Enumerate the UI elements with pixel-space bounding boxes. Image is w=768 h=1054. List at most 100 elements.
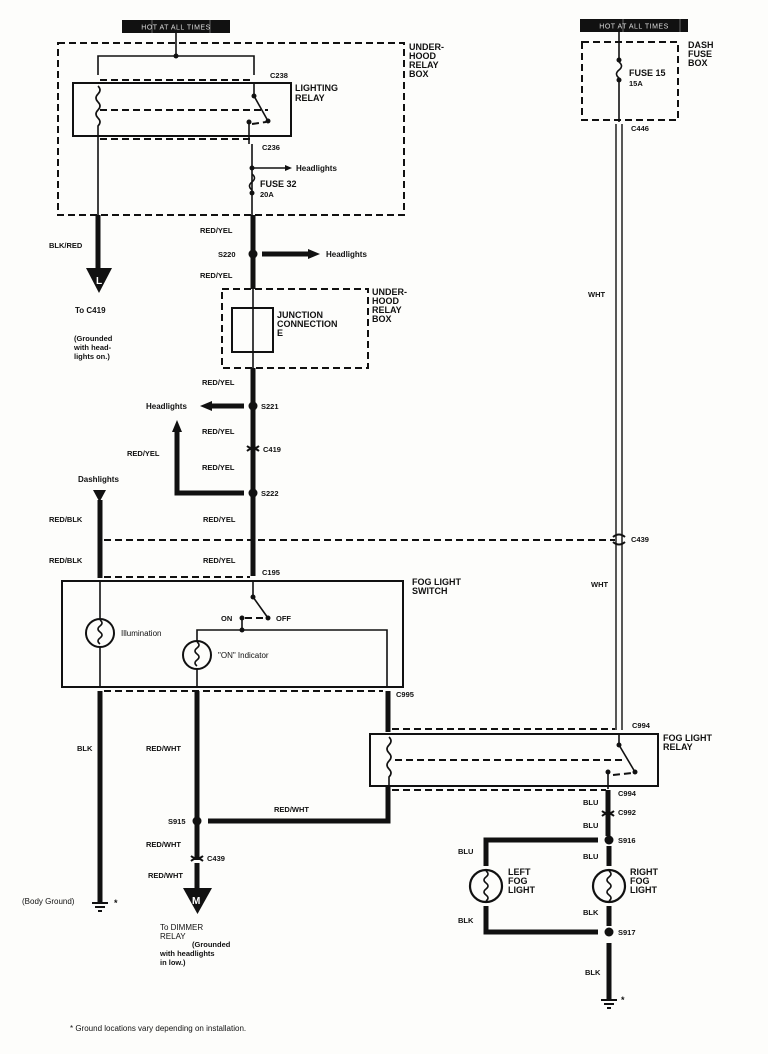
on-indicator-label: "ON" Indicator xyxy=(218,651,269,660)
lighting-relay xyxy=(72,82,292,137)
body-ground-icon xyxy=(92,902,108,912)
terminal-l-icon xyxy=(86,268,112,293)
wht-wire xyxy=(615,124,623,730)
wire-label-red-yel-6: RED/YEL xyxy=(203,515,236,524)
wire-label-blk-red: BLK/RED xyxy=(49,241,83,250)
connector-c994-top: C994 xyxy=(632,721,651,730)
dashlights-label: Dashlights xyxy=(78,475,119,484)
illumination-label: Illumination xyxy=(121,629,161,638)
wire-label-red-wht-1: RED/WHT xyxy=(146,744,181,753)
wire-label-red-blk-1: RED/BLK xyxy=(49,515,83,524)
splice-s916-label: S916 xyxy=(618,836,636,845)
fog-light-switch xyxy=(61,580,404,688)
splice-s916 xyxy=(604,835,614,845)
footnote: * Ground locations vary depending on ins… xyxy=(70,1024,246,1033)
wire-label-blk-2: BLK xyxy=(458,916,474,925)
connector-c419: C419 xyxy=(263,445,281,454)
splice-s220 xyxy=(248,249,258,259)
connector-c992: C992 xyxy=(618,808,636,817)
to-c419-label: To C419 xyxy=(75,306,106,315)
wire-label-blu-4: BLU xyxy=(583,852,598,861)
underhood-relay-box-top xyxy=(57,42,405,216)
wire-label-red-wht-4: RED/WHT xyxy=(148,871,183,880)
wire-label-wht-2: WHT xyxy=(591,580,608,589)
connector-c994-bottom: C994 xyxy=(618,789,637,798)
splice-s917-label: S917 xyxy=(618,928,636,937)
headlights-label-3: Headlights xyxy=(146,402,187,411)
wire-label-wht-1: WHT xyxy=(588,290,605,299)
switch-on-label: ON xyxy=(221,614,232,623)
connector-c419-icon xyxy=(246,445,260,452)
body-ground-label: (Body Ground) xyxy=(22,897,75,906)
underhood-relay-box-junction xyxy=(221,288,369,369)
splice-s915-label: S915 xyxy=(168,817,186,826)
headlights-label-2: Headlights xyxy=(326,250,367,259)
splice-s222-label: S222 xyxy=(261,489,279,498)
connector-c439-right-icon xyxy=(612,533,626,546)
ground-asterisk-1: * xyxy=(114,898,118,908)
wire-label-red-wht-3: RED/WHT xyxy=(146,840,181,849)
fuse-15-icon xyxy=(615,61,623,79)
connector-c439-bottom-icon xyxy=(190,855,204,862)
power-header-main: HOT AT ALL TIMES xyxy=(122,20,230,33)
splice-s915 xyxy=(192,816,202,826)
wire-label-blk-1: BLK xyxy=(77,744,93,753)
fuse-15-name: FUSE 15 xyxy=(629,68,666,78)
splice-s222 xyxy=(248,488,258,498)
fuse-32-name: FUSE 32 xyxy=(260,179,297,189)
right-fog-light-icon xyxy=(591,868,627,904)
wire-label-blu-1: BLU xyxy=(583,798,598,807)
wire-label-red-yel-2: RED/YEL xyxy=(200,271,233,280)
splice-s221-label: S221 xyxy=(261,402,279,411)
wire-label-red-yel-5: RED/YEL xyxy=(202,463,235,472)
connector-c992-icon xyxy=(601,810,615,817)
splice-s220-label: S220 xyxy=(218,250,236,259)
wire-label-red-yel-3: RED/YEL xyxy=(202,378,235,387)
left-fog-light-icon xyxy=(468,868,504,904)
terminal-l-letter: L xyxy=(96,276,102,287)
wire-label-blu-3: BLU xyxy=(458,847,473,856)
wire-label-red-blk-2: RED/BLK xyxy=(49,556,83,565)
fog-light-ground-icon xyxy=(601,999,617,1009)
wire-label-red-yel-1: RED/YEL xyxy=(200,226,233,235)
power-header-dash: HOT AT ALL TIMES xyxy=(580,19,688,32)
headlights-label-1: Headlights xyxy=(296,164,337,173)
connector-c439-right: C439 xyxy=(631,535,649,544)
wire-label-blu-2: BLU xyxy=(583,821,598,830)
power-header-dash-label: HOT AT ALL TIMES xyxy=(599,24,668,31)
wire-label-red-yel-7: RED/YEL xyxy=(203,556,236,565)
fog-relay-coil-icon xyxy=(386,736,392,786)
ground-asterisk-2: * xyxy=(621,995,625,1005)
connector-c236: C236 xyxy=(262,143,280,152)
terminal-m-letter: M xyxy=(192,896,200,907)
wire-label-red-yel-left: RED/YEL xyxy=(127,449,160,458)
fuse-32-rating: 20A xyxy=(260,190,274,199)
connector-c439-bottom: C439 xyxy=(207,854,225,863)
connector-c238: C238 xyxy=(270,71,288,80)
wire-label-red-yel-4: RED/YEL xyxy=(202,427,235,436)
splice-s221 xyxy=(248,401,258,411)
terminal-m-icon xyxy=(183,888,212,914)
wire-label-blk-4: BLK xyxy=(585,968,601,977)
fog-light-relay xyxy=(369,733,659,787)
fuse-32-icon xyxy=(248,173,256,191)
connector-c446: C446 xyxy=(631,124,649,133)
switch-off-label: OFF xyxy=(276,614,291,623)
wire-label-blk-3: BLK xyxy=(583,908,599,917)
connector-c995: C995 xyxy=(396,690,414,699)
power-header-main-label: HOT AT ALL TIMES xyxy=(141,25,210,32)
dash-fuse-box xyxy=(581,41,679,121)
fuse-15-rating: 15A xyxy=(629,79,643,88)
